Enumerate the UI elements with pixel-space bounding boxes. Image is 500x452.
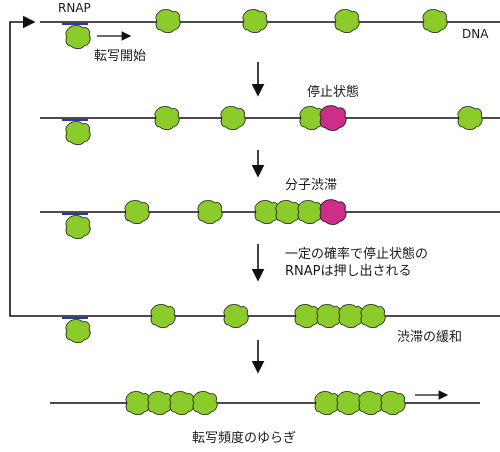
rnap-blob-icon	[220, 106, 246, 131]
rnap-blob-icon	[155, 9, 181, 34]
promoter-marks	[62, 23, 88, 319]
rnap-blob-icon	[65, 319, 91, 344]
rnap-blob-icon	[275, 200, 301, 225]
rnap-blob-icon	[197, 200, 223, 225]
rnap-blob-icon	[358, 391, 384, 416]
rnap-blob-icon	[150, 304, 176, 329]
stalled-rnap-blob-icon	[319, 199, 347, 225]
rnap-blob-icon	[154, 106, 180, 131]
rnap-row-2	[65, 105, 483, 146]
rnap-blob-icon	[65, 121, 91, 146]
rnap-blob-icon	[360, 304, 386, 329]
release-label-line2: RNAPは押し出される	[285, 264, 412, 279]
rnap-blob-icon	[169, 391, 195, 416]
rnap-blob-icon	[223, 304, 249, 329]
rnap-blob-icon	[65, 25, 91, 50]
fluctuation-label: 転写頻度のゆらぎ	[192, 430, 296, 446]
stalled-label: 停止状態	[307, 84, 359, 100]
rnap-blob-icon	[192, 391, 218, 416]
rnap-blob-icon	[316, 304, 342, 329]
jam-label: 分子渋滞	[285, 178, 337, 193]
rnap-blob-icon	[297, 200, 323, 225]
rnap-blob-icon	[124, 200, 150, 225]
release-label-line1: 一定の確率で停止状態の	[285, 246, 428, 262]
rnap-blob-icon	[242, 9, 268, 34]
rnap-row-4	[65, 304, 386, 344]
rnap-blob-icon	[336, 391, 362, 416]
rnap-blob-icon	[338, 304, 364, 329]
rnap-blob-icon	[125, 391, 151, 416]
rnap-blob-icon	[314, 391, 340, 416]
feedback-loop-arrow-icon	[9, 15, 40, 317]
dna-label: DNA	[462, 27, 489, 41]
initiation-label: 転写開始	[94, 49, 146, 64]
rnap-label: RNAP	[58, 1, 91, 15]
rnap-blob-icon	[147, 391, 173, 416]
rnap-row-3	[65, 199, 347, 240]
relief-label: 渋滞の緩和	[397, 330, 462, 345]
rnap-blob-icon	[457, 106, 483, 131]
rnap-blob-icon	[294, 304, 320, 329]
rnap-blob-icon	[334, 9, 360, 34]
rnap-blob-icon	[65, 215, 91, 240]
stalled-rnap-blob-icon	[319, 105, 347, 131]
rnap-blob-icon	[254, 200, 280, 225]
rnap-blob-icon	[380, 391, 406, 416]
rnap-blob-icon	[299, 106, 325, 131]
rnap-row-1	[65, 9, 448, 50]
rnap-blob-icon	[422, 9, 448, 34]
